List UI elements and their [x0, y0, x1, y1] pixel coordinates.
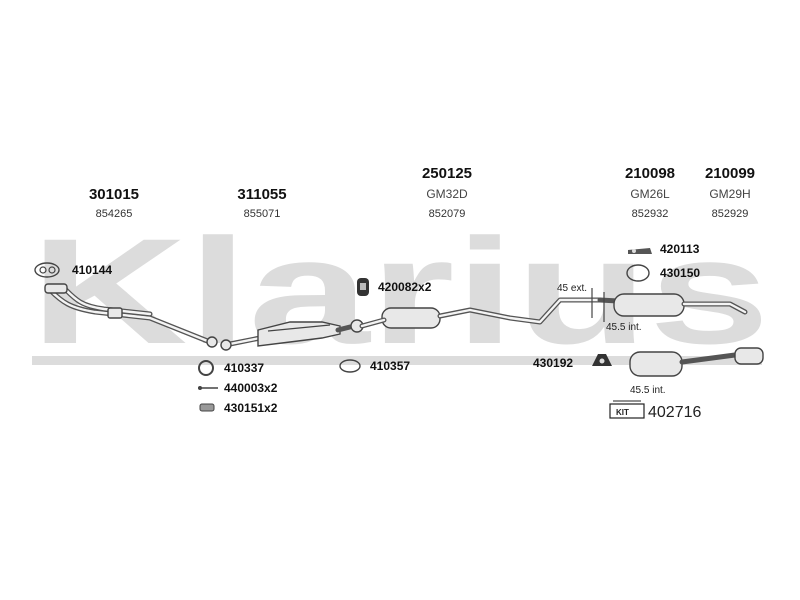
part-number: 301015: [89, 186, 139, 203]
watermark-text: Klarius: [30, 207, 770, 375]
gasket-icon: [34, 262, 60, 278]
rear-silencer-210099-drawing: [629, 347, 764, 377]
sub-code: 852932: [632, 208, 669, 220]
sub-code: 852929: [712, 208, 749, 220]
part-number: 210098: [625, 165, 675, 182]
section-210098: 210098 GM26L 852932: [625, 165, 675, 220]
part-number: 250125: [422, 165, 472, 182]
oe-code: GM29H: [709, 187, 750, 201]
catalyst-pipe-drawing: [220, 321, 353, 351]
front-pipe-drawing: [44, 283, 218, 348]
section-250125: 250125 GM32D 852079: [422, 165, 472, 220]
section-301015: 301015 854265: [89, 186, 139, 220]
clamp-icon: [198, 360, 214, 376]
hanger-bracket-icon: [628, 248, 652, 254]
fitting-420113: 420113: [660, 242, 700, 256]
middle-silencer-drawing: [350, 297, 603, 333]
nut-icon: [199, 403, 215, 412]
bolt-icon: [198, 386, 218, 390]
note-45-5-int-b: 45.5 int.: [630, 385, 666, 396]
part-number: 210099: [705, 165, 755, 182]
oe-code: 855071: [244, 208, 281, 220]
part-number: 311055: [237, 186, 286, 203]
fitting-430151: 430151x2: [224, 401, 278, 415]
rubber-mount-icon: [357, 278, 369, 296]
gasket-ring-icon: [339, 359, 361, 373]
fitting-410144: 410144: [72, 263, 112, 277]
section-210099: 210099 GM29H 852929: [705, 165, 755, 220]
fitting-430150: 430150: [660, 266, 700, 280]
kit-label: KIT: [616, 408, 629, 417]
sub-code: 852079: [429, 208, 466, 220]
oe-code: GM32D: [426, 187, 468, 201]
note-45-ext: 45 ext.: [557, 283, 587, 294]
fitting-420082: 420082x2: [378, 280, 432, 294]
oe-code: 854265: [96, 208, 133, 220]
fitting-430192: 430192: [533, 356, 573, 370]
kit-code: 402716: [648, 404, 701, 421]
fitting-410337: 410337: [224, 361, 264, 375]
kit-box-icon: KIT: [609, 400, 645, 419]
fitting-440003: 440003x2: [224, 381, 278, 395]
rear-silencer-210098-drawing: [591, 288, 748, 322]
klarius-watermark: Klarius: [30, 207, 770, 375]
gasket-oval-icon: [626, 264, 650, 282]
note-45-5-int-a: 45.5 int.: [606, 322, 642, 333]
fitting-410357: 410357: [370, 359, 410, 373]
section-311055: 311055 855071: [237, 186, 286, 220]
rubber-hanger-icon: [592, 354, 612, 366]
oe-code: GM26L: [630, 187, 670, 201]
